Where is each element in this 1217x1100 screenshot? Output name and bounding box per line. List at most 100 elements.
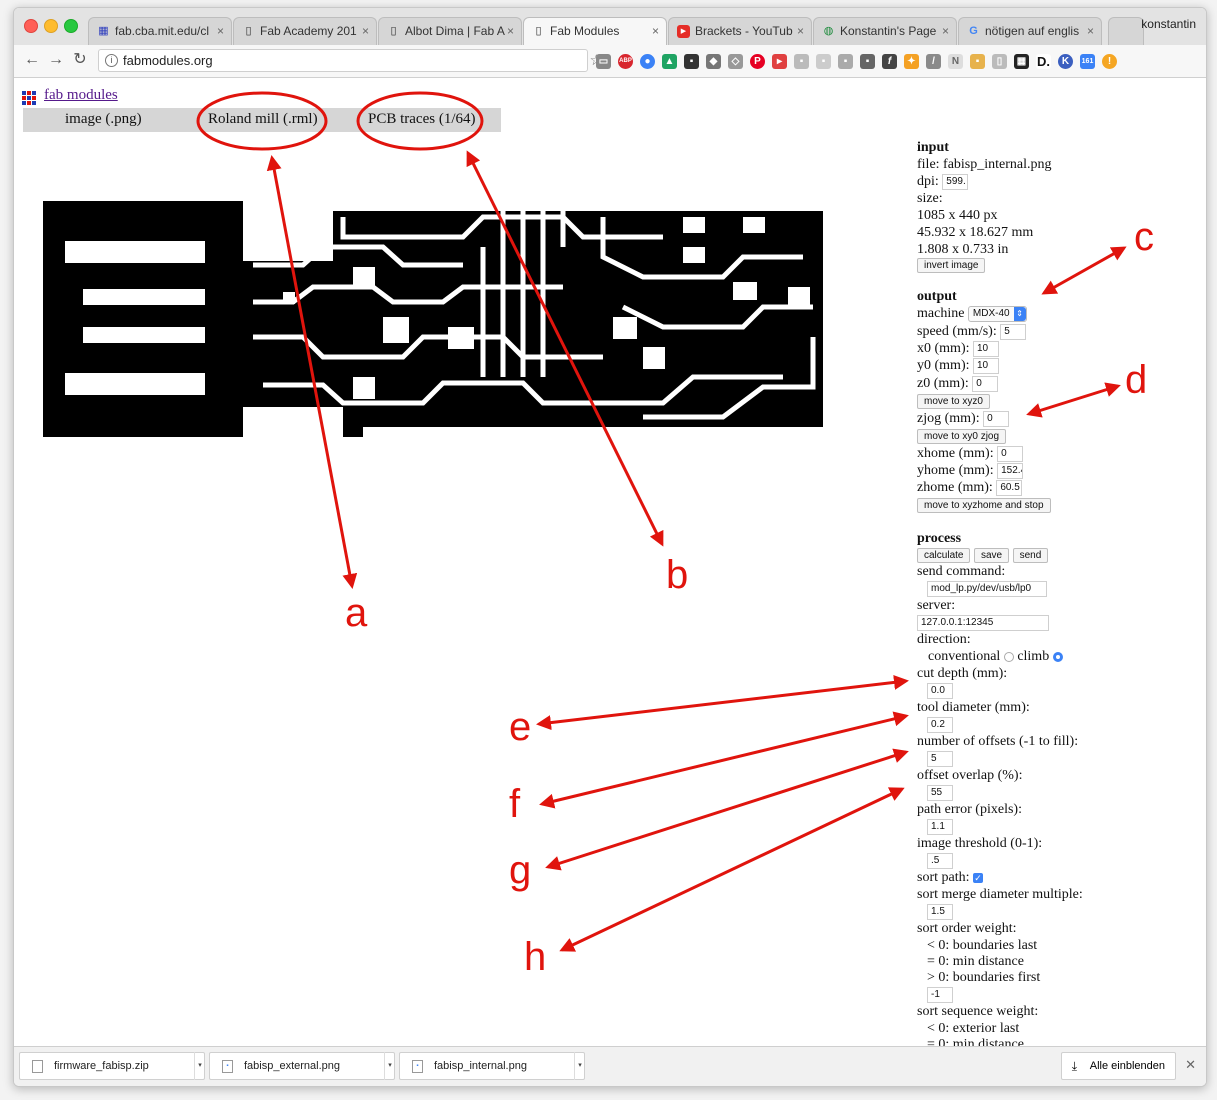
fab-modules-link[interactable]: fab modules xyxy=(44,87,118,103)
qr-code-icon[interactable]: ▦ xyxy=(1014,54,1029,69)
extension-k-icon[interactable]: K xyxy=(1058,54,1073,69)
extension-red-icon[interactable]: ▸ xyxy=(772,54,787,69)
merge-input[interactable]: 1.5 xyxy=(927,904,953,920)
send-button[interactable]: send xyxy=(1012,548,1049,564)
move-to-xyz0-button[interactable]: move to xyz0 xyxy=(917,394,990,410)
new-tab-button[interactable] xyxy=(1108,17,1144,45)
reload-icon[interactable]: ↻ xyxy=(73,51,87,68)
menu-image-png[interactable]: image (.png) xyxy=(65,111,142,127)
adblock-icon[interactable]: ABP xyxy=(618,54,633,69)
z0-label: z0 (mm): xyxy=(917,376,969,392)
color-wheel-icon[interactable]: ✦ xyxy=(904,54,919,69)
order-lt-text: < 0: boundaries last xyxy=(927,938,1038,953)
maximize-window-button[interactable] xyxy=(64,19,78,33)
extension-d-icon[interactable]: D. xyxy=(1036,54,1051,69)
extension-ghost-2-icon[interactable]: ▪ xyxy=(816,54,831,69)
extension-ghost-icon[interactable]: ▪ xyxy=(794,54,809,69)
server-input[interactable]: 127.0.0.1:12345 xyxy=(917,615,1049,631)
eyedropper-icon[interactable]: / xyxy=(926,54,941,69)
extension-light-icon[interactable]: ◇ xyxy=(728,54,743,69)
extension-doc-icon[interactable]: ▯ xyxy=(992,54,1007,69)
forward-arrow-icon[interactable]: → xyxy=(48,51,64,68)
tab-fab-cba[interactable]: ▦ fab.cba.mit.edu/cl × xyxy=(88,17,232,45)
close-tab-icon[interactable]: × xyxy=(941,24,949,38)
close-window-button[interactable] xyxy=(24,19,38,33)
cut-depth-input[interactable]: 0.0 xyxy=(927,683,953,699)
tab-fab-modules[interactable]: ▯ Fab Modules × xyxy=(523,17,667,46)
arrow-f xyxy=(539,711,909,809)
download-item[interactable]: firmware_fabisp.zip ▾ xyxy=(19,1052,205,1080)
extension-dark-icon[interactable]: ▪ xyxy=(684,54,699,69)
overlap-input[interactable]: 55 xyxy=(927,785,953,801)
xhome-input[interactable]: 0 xyxy=(997,446,1024,462)
zhome-input[interactable]: 60.5 xyxy=(996,480,1023,496)
tab-brackets-youtube[interactable]: ▶ Brackets - YouTub × xyxy=(668,17,812,45)
back-arrow-icon[interactable]: ← xyxy=(24,51,40,68)
image-file-icon: ▪ xyxy=(412,1060,423,1073)
extension-n-icon[interactable]: N xyxy=(948,54,963,69)
threshold-input[interactable]: .5 xyxy=(927,853,953,869)
move-to-home-button[interactable]: move to xyzhome and stop xyxy=(917,498,1051,514)
address-bar[interactable]: i fabmodules.org ☆ xyxy=(98,49,603,72)
save-button[interactable]: save xyxy=(973,548,1010,564)
close-tab-icon[interactable]: × xyxy=(796,24,804,38)
menu-pcb-traces[interactable]: PCB traces (1/64) xyxy=(368,111,476,127)
y0-input[interactable]: 10 xyxy=(973,358,999,374)
sort-path-checkbox[interactable]: ✓ xyxy=(973,872,983,883)
function-icon[interactable]: f xyxy=(882,54,897,69)
process-header: process xyxy=(917,531,962,546)
xhome-label: xhome (mm): xyxy=(917,446,994,462)
order-weight-input[interactable]: -1 xyxy=(927,987,953,1003)
close-tab-icon[interactable]: × xyxy=(216,24,224,38)
globe-icon: ◍ xyxy=(823,25,834,37)
extension-orange-icon[interactable]: ▪ xyxy=(970,54,985,69)
path-error-input[interactable]: 1.1 xyxy=(927,819,953,835)
climb-radio[interactable] xyxy=(1052,651,1063,662)
invert-image-button[interactable]: invert image xyxy=(917,258,986,274)
close-tab-icon[interactable]: × xyxy=(361,24,369,38)
drive-icon[interactable]: ▲ xyxy=(662,54,677,69)
x0-input[interactable]: 10 xyxy=(973,341,999,357)
tab-google-search[interactable]: G nötigen auf englis × xyxy=(958,17,1102,45)
extension-gray-icon[interactable]: ◆ xyxy=(706,54,721,69)
menu-roland-mill[interactable]: Roland mill (.rml) xyxy=(208,111,318,127)
conventional-radio[interactable] xyxy=(1003,651,1014,662)
cast-icon[interactable]: ▭ xyxy=(596,54,611,69)
download-item[interactable]: ▪ fabisp_external.png ▾ xyxy=(209,1052,395,1080)
download-item[interactable]: ▪ fabisp_internal.png ▾ xyxy=(399,1052,585,1080)
image-file-icon: ▪ xyxy=(222,1060,233,1073)
minimize-window-button[interactable] xyxy=(44,19,58,33)
dpi-input[interactable]: 599. xyxy=(942,174,969,190)
speed-input[interactable]: 5 xyxy=(1000,324,1027,340)
profile-name[interactable]: konstantin xyxy=(1141,17,1196,31)
close-tab-icon[interactable]: × xyxy=(506,24,514,38)
move-to-xy0-zjog-button[interactable]: move to xy0 zjog xyxy=(917,429,1007,445)
calculate-button[interactable]: calculate xyxy=(917,548,971,564)
pinterest-icon[interactable]: P xyxy=(750,54,765,69)
extension-blue-icon[interactable]: ● xyxy=(640,54,655,69)
send-command-input[interactable]: mod_lp.py/dev/usb/lp0 xyxy=(927,581,1047,597)
calendar-badge-icon[interactable]: 161 xyxy=(1080,54,1095,69)
machine-select[interactable]: MDX-40⇕ xyxy=(967,306,1027,322)
chevron-down-icon[interactable]: ▾ xyxy=(194,1052,205,1080)
extension-dark-2-icon[interactable]: ▪ xyxy=(860,54,875,69)
show-all-downloads-button[interactable]: ⤓ Alle einblenden xyxy=(1060,1052,1176,1080)
offsets-input[interactable]: 5 xyxy=(927,751,953,767)
close-icon[interactable]: ✕ xyxy=(1185,1057,1196,1072)
tab-albot-dima[interactable]: ▯ Albot Dima | Fab A × xyxy=(378,17,522,45)
zjog-input[interactable]: 0 xyxy=(983,411,1010,427)
tab-konstantins-page[interactable]: ◍ Konstantin's Page × xyxy=(813,17,957,45)
close-tab-icon[interactable]: × xyxy=(651,24,659,38)
close-tab-icon[interactable]: × xyxy=(1086,24,1094,38)
info-icon[interactable]: i xyxy=(105,54,118,67)
climb-label: climb xyxy=(1017,649,1050,664)
chevron-down-icon[interactable]: ▾ xyxy=(574,1052,585,1080)
tool-diameter-input[interactable]: 0.2 xyxy=(927,717,953,733)
z0-input[interactable]: 0 xyxy=(972,376,999,392)
tab-fab-academy[interactable]: ▯ Fab Academy 201 × xyxy=(233,17,377,45)
yhome-input[interactable]: 152.4 xyxy=(997,463,1024,479)
youtube-icon: ▶ xyxy=(677,25,690,38)
extension-ghost-3-icon[interactable]: ▪ xyxy=(838,54,853,69)
notification-icon[interactable]: ! xyxy=(1102,54,1117,69)
chevron-down-icon[interactable]: ▾ xyxy=(384,1052,395,1080)
